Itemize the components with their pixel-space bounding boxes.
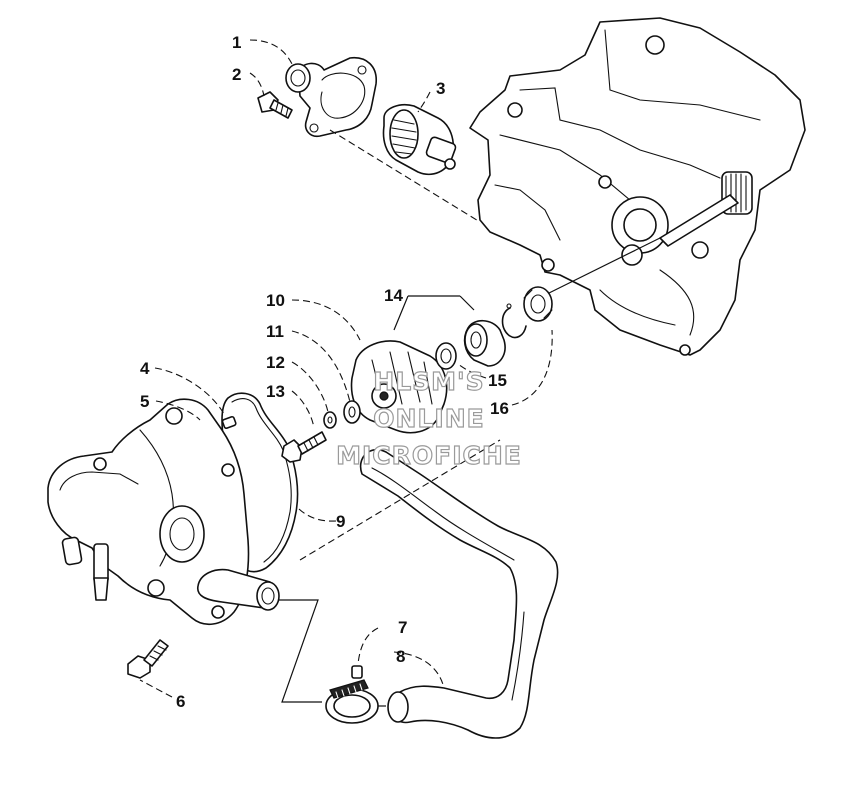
callout-3: 3 [436,79,445,98]
callout-1: 1 [232,33,241,52]
leader-lines [139,39,553,707]
impeller-bolt [281,431,327,463]
callout-labels: 1 2 3 4 5 6 7 8 9 10 11 12 13 14 15 16 [140,33,509,711]
washer-11 [343,400,361,424]
callout-12: 12 [266,353,285,372]
housing-bolt-lower [127,639,169,679]
callout-7: 7 [398,618,407,637]
callout-14: 14 [384,286,403,305]
callout-16: 16 [490,399,509,418]
callout-5: 5 [140,392,149,411]
watermark: HLSM'S ONLINE MICROFICHE [336,366,522,470]
pump-shaft-line [544,237,661,296]
callout-2: 2 [232,65,241,84]
housing-bolt [257,91,293,119]
callout-8: 8 [396,647,405,666]
coolant-hose [359,449,559,739]
impeller [350,340,448,434]
water-pump-housing [47,398,280,625]
callout-11: 11 [266,322,284,341]
callout-13: 13 [266,382,285,401]
mechanical-seal [435,319,506,370]
washer-12 [323,411,337,429]
engine-crankcase [469,17,806,356]
watermark-line-1: HLSM'S [373,367,484,396]
thermostat [382,103,457,176]
callout-4: 4 [140,359,150,378]
callout-10: 10 [266,291,285,310]
circlip [501,307,527,339]
watermark-line-3: MICROFICHE [336,441,522,470]
dowel-pin [221,415,237,429]
thermostat-housing [285,57,377,138]
callout-15: 15 [488,371,507,390]
watermark-line-2: ONLINE [373,404,484,433]
shaft-bearing [523,286,553,322]
callout-9: 9 [336,512,345,531]
hose-clamp [325,665,379,724]
callout-6: 6 [176,692,185,711]
